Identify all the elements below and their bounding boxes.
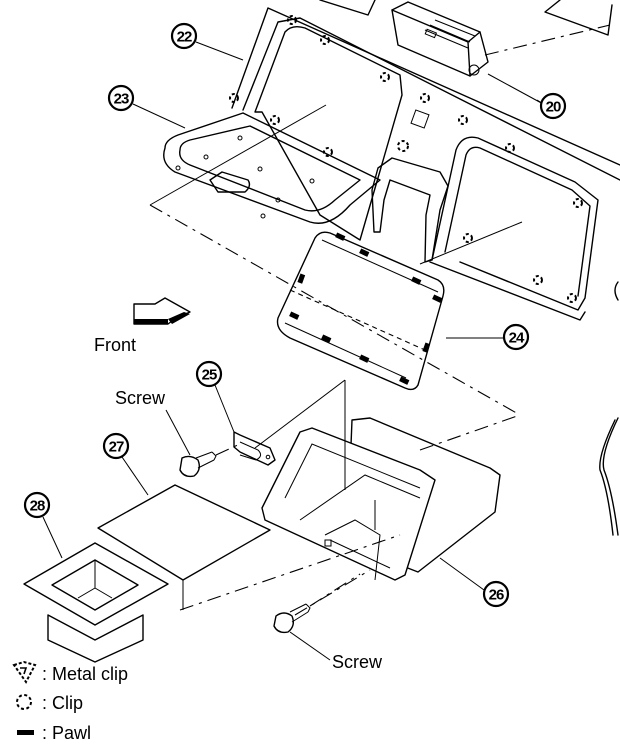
svg-text:23: 23 <box>114 91 129 108</box>
legend-clip-text: : Clip <box>42 693 83 713</box>
part-28-tray <box>23 542 169 663</box>
part-20-pocket <box>391 1 611 106</box>
callout-26: 26 <box>439 557 510 608</box>
right-edge-fragment <box>599 281 619 536</box>
callout-20: 20 <box>536 92 567 120</box>
metal-clip-icon <box>12 660 37 684</box>
svg-text:22: 22 <box>177 29 192 46</box>
legend-metal-clip-text: : Metal clip <box>42 664 128 684</box>
part-24-lid <box>149 204 521 416</box>
svg-text:20: 20 <box>546 99 561 116</box>
callout-28: 28 <box>23 491 63 559</box>
callout-27: 27 <box>102 432 149 496</box>
clip-icon <box>16 694 32 710</box>
callout-23: 23 <box>107 84 186 129</box>
callout-22: 22 <box>170 22 244 61</box>
part-26-glove-box <box>179 380 521 616</box>
screw-lower <box>273 573 361 634</box>
upper-trim-fragments <box>319 0 613 36</box>
part-25-striker <box>233 379 346 466</box>
callout-25: 25 <box>195 360 235 433</box>
callout-24: 24 <box>446 323 530 351</box>
instrument-panel-frame <box>149 7 620 321</box>
front-label: Front <box>94 335 136 355</box>
pawl-icon <box>17 730 34 735</box>
front-arrow-icon <box>133 297 191 325</box>
svg-text:26: 26 <box>489 587 504 604</box>
legend: : Metal clip : Clip : Pawl <box>12 660 128 743</box>
part-27-cover <box>97 484 271 610</box>
screw-upper <box>179 443 241 478</box>
svg-text:27: 27 <box>109 439 124 456</box>
screw-label-upper: Screw <box>115 388 166 408</box>
svg-text:24: 24 <box>509 330 525 347</box>
svg-text:28: 28 <box>30 498 45 515</box>
legend-pawl-text: : Pawl <box>42 723 91 743</box>
svg-text:25: 25 <box>202 367 217 384</box>
screw-label-lower: Screw <box>332 652 383 672</box>
